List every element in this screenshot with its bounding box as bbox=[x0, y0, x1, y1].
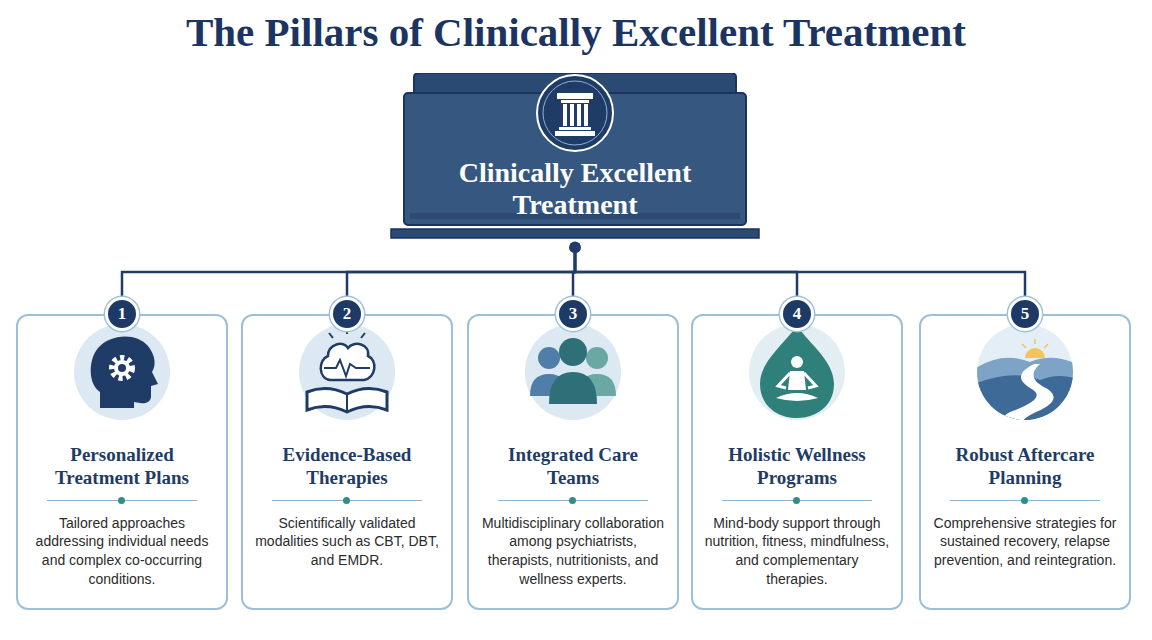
hub-pedestal: Clinically Excellent Treatment bbox=[390, 73, 760, 245]
pillar-card: Robust Aftercare PlanningComprehensive s… bbox=[919, 314, 1131, 610]
tree-connector bbox=[347, 245, 575, 314]
divider-rule bbox=[47, 496, 197, 506]
callout-number: 1 bbox=[105, 297, 139, 331]
divider-rule bbox=[950, 496, 1100, 506]
head-gear-icon bbox=[74, 324, 170, 420]
diagram-title: The Pillars of Clinically Excellent Trea… bbox=[0, 8, 1152, 56]
pillar-description: Tailored approaches addressing individua… bbox=[28, 514, 216, 590]
divider-rule bbox=[722, 496, 872, 506]
pillar-heading: Holistic Wellness Programs bbox=[703, 444, 891, 490]
pillar-heading: Personalized Treatment Plans bbox=[28, 444, 216, 490]
pillar-description: Mind-body support through nutrition, fit… bbox=[703, 514, 891, 590]
pillar-card: Evidence-Based TherapiesScientifically v… bbox=[241, 314, 453, 610]
team-icon bbox=[525, 324, 621, 420]
pillar-heading: Robust Aftercare Planning bbox=[931, 444, 1119, 490]
divider-rule bbox=[272, 496, 422, 506]
callout-number: 4 bbox=[780, 297, 814, 331]
divider-rule bbox=[498, 496, 648, 506]
callout-number: 2 bbox=[330, 297, 364, 331]
pillar-card: Integrated Care TeamsMultidisciplinary c… bbox=[467, 314, 679, 610]
callout-number: 5 bbox=[1008, 297, 1042, 331]
wellness-drop-icon bbox=[749, 324, 845, 420]
hub-title: Clinically Excellent Treatment bbox=[408, 157, 742, 221]
pillar-card: Personalized Treatment PlansTailored app… bbox=[16, 314, 228, 610]
pillar-description: Comprehensive strategies for sustained r… bbox=[931, 514, 1119, 571]
tree-connector bbox=[575, 245, 797, 314]
junction-dot bbox=[569, 241, 581, 253]
pillar-heading: Integrated Care Teams bbox=[508, 444, 638, 490]
callout-number: 3 bbox=[556, 297, 590, 331]
book-brain-icon bbox=[299, 324, 395, 420]
pillar-description: Multidisciplinary collaboration among ps… bbox=[479, 514, 667, 590]
pillar-heading: Evidence-Based Therapies bbox=[253, 444, 441, 490]
path-landscape-icon bbox=[970, 324, 1080, 430]
pillar-card: Holistic Wellness ProgramsMind-body supp… bbox=[691, 314, 903, 610]
pillar-description: Scientifically validated modalities such… bbox=[253, 514, 441, 571]
